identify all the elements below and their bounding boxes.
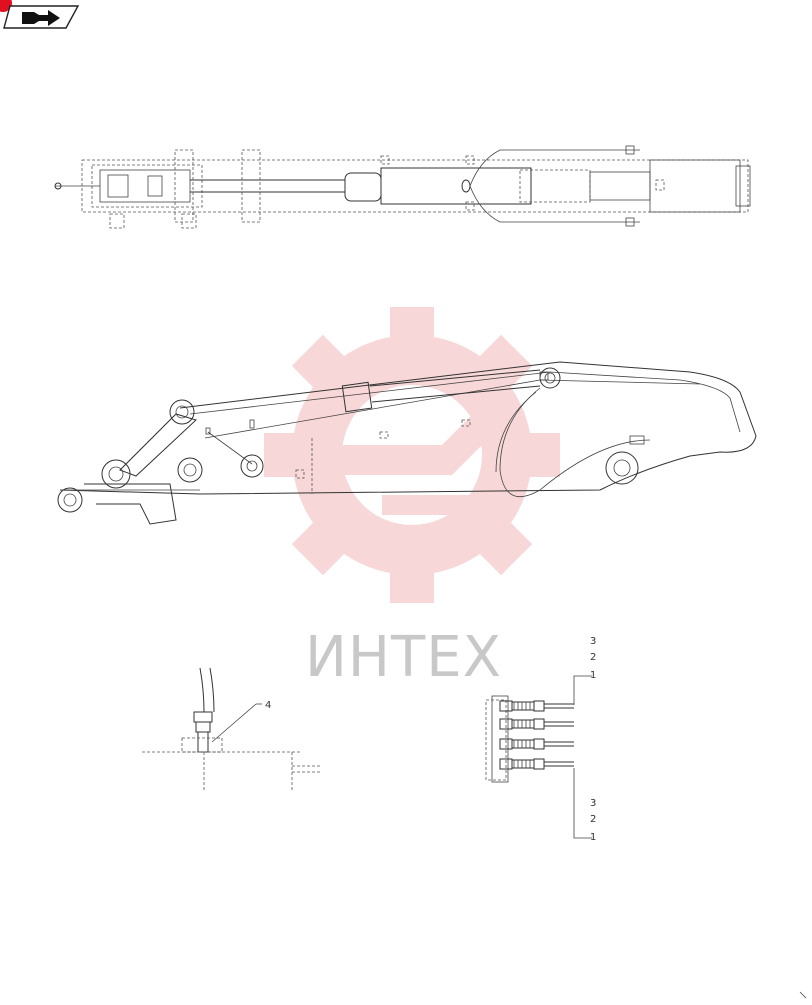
hydraulic-lines-top: [469, 145, 640, 227]
watermark-text: ИНТЕХ: [305, 625, 502, 690]
hose-fitting-row: [499, 758, 574, 770]
boom-clamps: [205, 419, 471, 494]
nav-arrow-icon: [22, 10, 60, 26]
hose-fitting-row: [499, 718, 574, 730]
brackets-top: [109, 149, 665, 229]
callout-top-2: 2: [590, 652, 596, 663]
boom-cylinder: [341, 367, 561, 413]
callout-bottom-2: 2: [590, 814, 596, 825]
cylinder-barrel: [344, 159, 751, 213]
hose-group-detail: 3 2 1 3 2 1: [485, 636, 596, 843]
boom-top-view: [54, 145, 751, 229]
callout-4: 4: [265, 700, 271, 711]
cylinder-rod: [190, 179, 345, 193]
boom-top-body: [54, 159, 749, 213]
fitting-detail: 4: [142, 667, 320, 790]
watermark-gear: [264, 307, 560, 603]
hose-fitting-row: [499, 738, 574, 750]
boom-hoses: [495, 371, 651, 498]
hose-fitting-row: [499, 700, 574, 712]
hose-rows: [499, 700, 574, 770]
nav-button[interactable]: [0, 0, 80, 29]
corner-tick: [799, 991, 807, 999]
boom-side-view: [57, 361, 757, 525]
callout-top-1: 1: [590, 670, 596, 681]
boom-foot: [57, 483, 200, 525]
callout-bottom-3: 3: [590, 798, 596, 809]
callout-bottom-1: 1: [590, 832, 596, 843]
boom-linkage: [101, 399, 639, 489]
callout-top-3: 3: [590, 636, 596, 647]
